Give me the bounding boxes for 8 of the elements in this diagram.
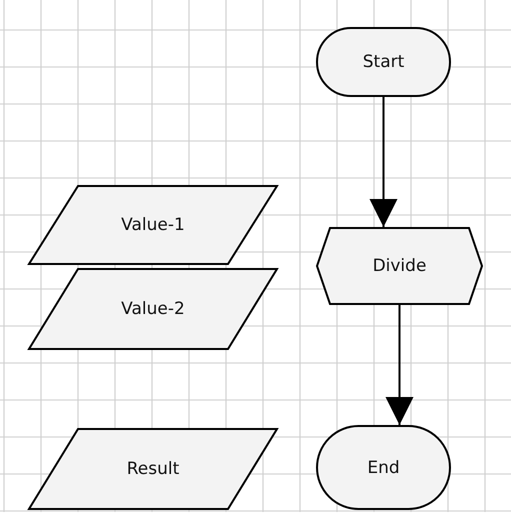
node-label: End xyxy=(367,458,400,478)
node-label: Start xyxy=(362,52,404,72)
node-label: Divide xyxy=(372,256,426,276)
arrow xyxy=(370,97,398,227)
node-label: Result xyxy=(126,459,180,479)
node-label: Value-2 xyxy=(121,299,185,319)
arrow xyxy=(386,305,414,425)
node-label: Value-1 xyxy=(121,215,185,235)
